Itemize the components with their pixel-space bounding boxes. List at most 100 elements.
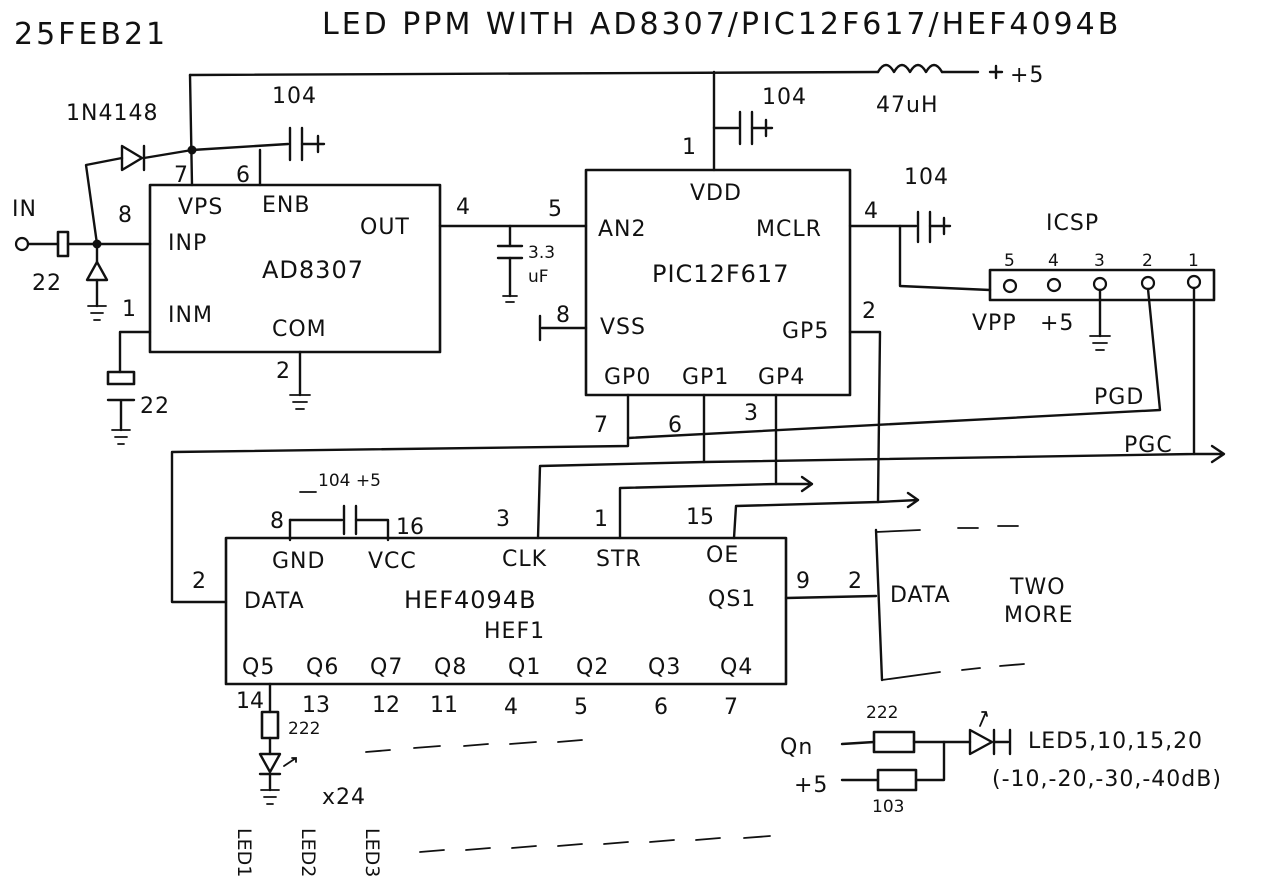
hef-data-label: DATA [244, 589, 305, 614]
pic-pin-5: 5 [548, 197, 562, 222]
ad8307-vps-label: VPS [178, 195, 223, 220]
icsp-title: ICSP [1046, 211, 1099, 236]
hef-output-label: Q8 [434, 655, 467, 680]
icsp-pin-5: 5 [1004, 251, 1015, 271]
hef-output-label: Q3 [648, 655, 681, 680]
hef-output-label: Q5 [242, 655, 275, 680]
supply-label: +5 [1010, 63, 1044, 88]
hef-name: HEF4094B [404, 586, 537, 614]
pic-vss-wiring [538, 314, 588, 342]
icsp-ground [1089, 288, 1111, 351]
ad8307-pin-4: 4 [456, 195, 470, 220]
ad8307-chip [148, 183, 442, 354]
hef-oe-label: OE [706, 543, 739, 568]
pic-name: PIC12F617 [652, 260, 789, 288]
led-count-label: x24 [322, 785, 366, 810]
ad8307-enb-label: ENB [262, 193, 310, 218]
next-note-line2: MORE [1004, 603, 1073, 628]
hef-output-pin: 12 [372, 693, 400, 718]
detail-levels-label: (-10,-20,-30,-40dB) [992, 767, 1222, 792]
hef-outputs: Q5 Q6 Q7 Q8 Q1 Q2 Q3 Q4 14 13 12 11 4 5 … [236, 655, 753, 720]
pic-gp4-label: GP4 [758, 365, 805, 390]
date-label: 25FEB21 [14, 17, 168, 52]
icsp-pin-4: 4 [1048, 251, 1059, 271]
hef-sub-name: HEF1 [484, 619, 545, 644]
supply-rail [188, 63, 1004, 80]
icsp-plus5-label: +5 [1040, 311, 1074, 336]
hef-decoupling [288, 491, 390, 542]
pic-pin-1: 1 [682, 135, 696, 160]
next-data-label: DATA [890, 583, 951, 608]
pic-pin-2: 2 [862, 299, 876, 324]
out-cap-unit: uF [528, 267, 549, 287]
hef-clk-label: CLK [502, 547, 547, 572]
led2-label: LED2 [297, 828, 319, 877]
icsp-pgd-label: PGD [1094, 385, 1144, 410]
pic-pin-8: 8 [556, 303, 570, 328]
detail-qn-label: Qn [780, 735, 813, 760]
led3-label: LED3 [361, 828, 383, 877]
diode-label: 1N4148 [66, 101, 158, 126]
pic-pin-7: 7 [594, 413, 608, 438]
led1-label: LED1 [233, 828, 255, 877]
hef-cap-note: 104 +5 [318, 471, 381, 491]
ad8307-pin-2: 2 [276, 359, 290, 384]
pic-gp1-label: GP1 [682, 365, 729, 390]
next-note-line1: TWO [1009, 575, 1066, 600]
hef-output-pin: 5 [574, 695, 588, 720]
ad8307-pin-6: 6 [236, 163, 250, 188]
next-data-pin: 2 [848, 569, 862, 594]
out-to-an2-wire [438, 224, 588, 303]
hef-output-label: Q1 [508, 655, 541, 680]
hef-output-label: Q6 [306, 655, 339, 680]
pic-vdd-cap-label: 104 [762, 85, 807, 110]
pic-pin-4: 4 [864, 199, 878, 224]
hef-pin-2: 2 [192, 569, 206, 594]
pic-an2-label: AN2 [598, 217, 647, 242]
hef-output-pin: 11 [430, 693, 458, 718]
pic-mclr-label: MCLR [756, 217, 822, 242]
top-cap-label: 104 [272, 84, 317, 109]
led-chain [258, 682, 771, 853]
hef-output-pin: 7 [724, 695, 738, 720]
hef-pin-3: 3 [496, 507, 510, 532]
input-wiring [14, 73, 326, 445]
hef-vcc-label: VCC [368, 549, 417, 574]
pic-vdd-wiring [712, 70, 774, 172]
hef-output-pin: 13 [302, 693, 330, 718]
icsp-vpp-label: VPP [972, 311, 1017, 336]
detail-leds-label: LED5,10,15,20 [1028, 729, 1203, 754]
hef-pin-1: 1 [594, 507, 608, 532]
ad8307-inm-label: INM [168, 303, 213, 328]
inductor-value: 47uH [876, 93, 938, 118]
icsp-pins [1002, 274, 1202, 294]
ad8307-inp-label: INP [168, 231, 207, 256]
detail-r1-label: 222 [866, 703, 898, 723]
hef-gnd-label: GND [272, 549, 325, 574]
hef-pin-16: 16 [396, 515, 424, 540]
led-resistor-label: 222 [288, 719, 320, 739]
ad8307-pin-7: 7 [174, 163, 188, 188]
hef-str-label: STR [596, 547, 642, 572]
ad8307-pin-8: 8 [118, 203, 132, 228]
icsp-pin-3: 3 [1094, 251, 1105, 271]
hef-pin-15: 15 [686, 505, 714, 530]
pic-to-hef-wiring [170, 330, 920, 604]
pic-vdd-label: VDD [690, 181, 742, 206]
pic-pin-6: 6 [668, 413, 682, 438]
hef-pin-8: 8 [270, 509, 284, 534]
ad8307-com-label: COM [272, 317, 327, 342]
input-cap-label: 22 [140, 394, 170, 419]
hef-output-label: Q4 [720, 655, 753, 680]
icsp-pgc-label: PGC [1124, 433, 1173, 458]
pic12f617-chip [584, 168, 852, 397]
detail-r2-label: 103 [872, 797, 904, 817]
detail-plus5-label: +5 [794, 773, 828, 798]
icsp-pgd-pgc-wiring [626, 286, 1226, 464]
icsp-header [988, 268, 1216, 302]
hef-output-pin: 6 [654, 695, 668, 720]
ad8307-name: AD8307 [262, 256, 364, 284]
icsp-pin-2: 2 [1142, 251, 1153, 271]
hef-output-label: Q7 [370, 655, 403, 680]
